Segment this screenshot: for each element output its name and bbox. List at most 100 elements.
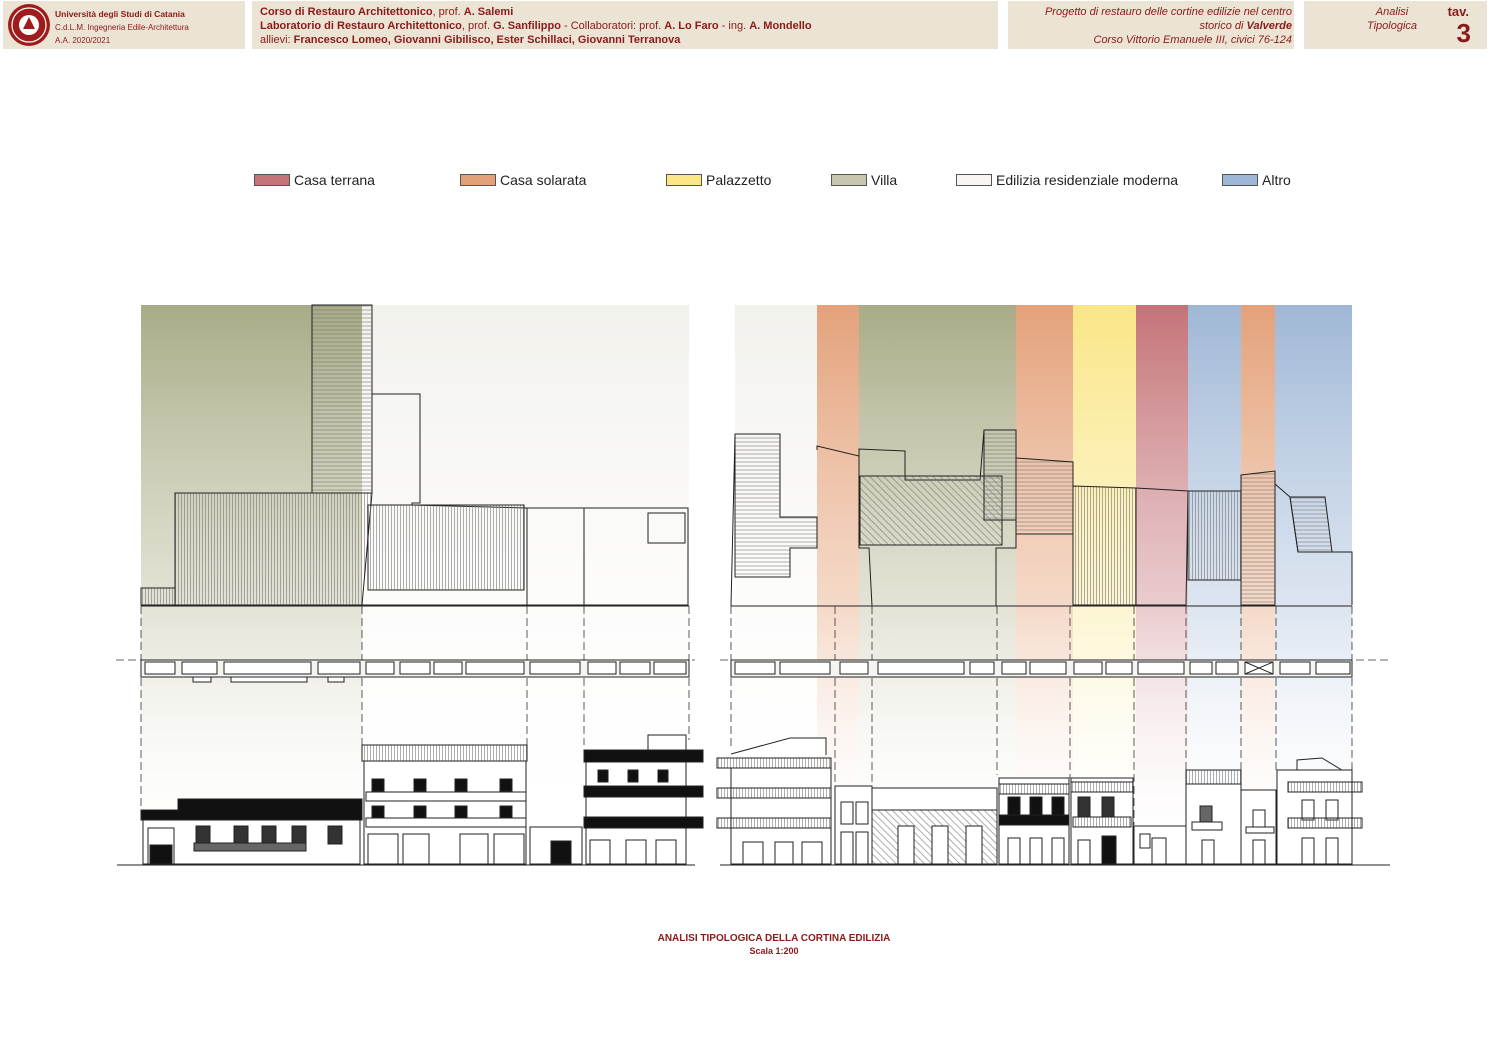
plan-room [1029,661,1067,675]
header-university-panel: Università degli Studi di Catania C.d.L.… [3,1,245,49]
legend-item-casa-terrana: Casa terrana [254,172,375,188]
window [1077,796,1091,818]
course-line-3: allievi: Francesco Lomeo, Giovanni Gibil… [260,33,990,47]
legend-swatch [666,174,702,186]
shop-door [459,833,489,865]
window [371,778,385,792]
header-course-panel: Corso di Restauro Architettonico, prof. … [252,1,998,49]
window [1301,799,1315,821]
band-villa [859,305,1016,865]
window [1199,805,1213,825]
plan-room [734,661,776,675]
academic-year: A.A. 2020/2021 [55,36,111,45]
shop-door [367,833,399,865]
shop-door [589,839,611,865]
plan-room [365,661,395,675]
door [1201,839,1215,865]
roof-villa [174,492,373,606]
roof-outline-a [730,433,873,607]
facade-villa [142,819,361,865]
door [931,825,949,865]
facade-villa-upper [871,787,998,811]
roof-solarata [1015,457,1074,535]
window [1101,796,1115,818]
tower-roof [311,304,373,494]
window [195,825,211,845]
roof-terrana [1135,487,1189,606]
legend-label: Casa solarata [500,172,587,188]
legend-swatch [956,174,992,186]
plan-room [619,661,651,675]
collaborator-2: A. Mondello [749,20,812,32]
window [413,805,427,819]
course-line-1: Corso di Restauro Architettonico, prof. … [260,5,990,19]
window [413,778,427,792]
garage-door [550,840,572,865]
roof-outline-altro [1274,483,1353,605]
shop-door [655,839,677,865]
legend-swatch [831,174,867,186]
lab-prof-name: G. Sanfilippo [493,20,561,32]
right-facades [716,737,1363,865]
balcony [365,817,527,828]
roof-villa-tower [983,429,1017,521]
course-name: Corso di Restauro Architettonico [260,6,433,18]
right-roof-plan [730,429,1353,607]
window [454,778,468,792]
band-terrana [1136,305,1188,865]
facade-villa-roof [140,798,363,821]
sheet-subject-line-1: Analisi [1375,6,1409,18]
plan-room [1001,661,1027,675]
band-solarata [1016,305,1073,865]
plan-room [1315,661,1351,675]
parapet [1185,769,1242,785]
facade-villa-door [149,844,173,865]
lab-prof-label: , prof. [461,20,494,32]
door [742,841,764,865]
balcony [193,842,307,852]
roof-modern [367,504,525,591]
roof-modern-3 [583,507,689,606]
students-names: Francesco Lomeo, Giovanni Gibilisco, Est… [293,34,681,46]
door [1325,837,1339,865]
university-name: Università degli Studi di Catania [55,9,185,19]
plan-room [779,661,831,675]
door [965,825,983,865]
window [454,805,468,819]
plan-room [317,661,361,675]
balcony [716,787,832,799]
lab-name: Laboratorio di Restauro Architettonico [260,20,462,32]
legend-label: Palazzetto [706,172,772,188]
plan-room [399,661,431,675]
window [1029,796,1043,816]
left-facades [140,734,704,865]
balcony-band [583,816,704,829]
plan-room [144,661,176,675]
university-text: Università degli Studi di Catania C.d.L.… [55,8,189,47]
door [1029,837,1043,865]
door [1051,837,1065,865]
roof-altro [1187,490,1242,581]
balcony-band [998,814,1070,826]
balcony [1072,816,1132,828]
plan-step [327,676,345,683]
plan-room [1215,661,1239,675]
balcony [1287,817,1363,829]
plan-room [529,661,581,675]
window [261,825,277,845]
collaborator-ing-label: - ing. [718,20,750,32]
sheet-subject: Analisi Tipologica [1342,5,1442,33]
window [499,778,513,792]
plan-room [1073,661,1103,675]
course-prof-name: A. Salemi [463,6,514,18]
sheet-subject-line-2: Tipologica [1366,20,1418,32]
balcony [1287,781,1363,793]
degree-course: C.d.L.M. Ingegneria Edile-Architettura [55,23,189,32]
window [1325,799,1339,821]
legend-swatch [460,174,496,186]
door [840,831,854,865]
roof-modern-right [734,433,818,578]
balcony [365,791,527,802]
project-line-1: Progetto di restauro delle cortine edili… [1044,6,1292,18]
